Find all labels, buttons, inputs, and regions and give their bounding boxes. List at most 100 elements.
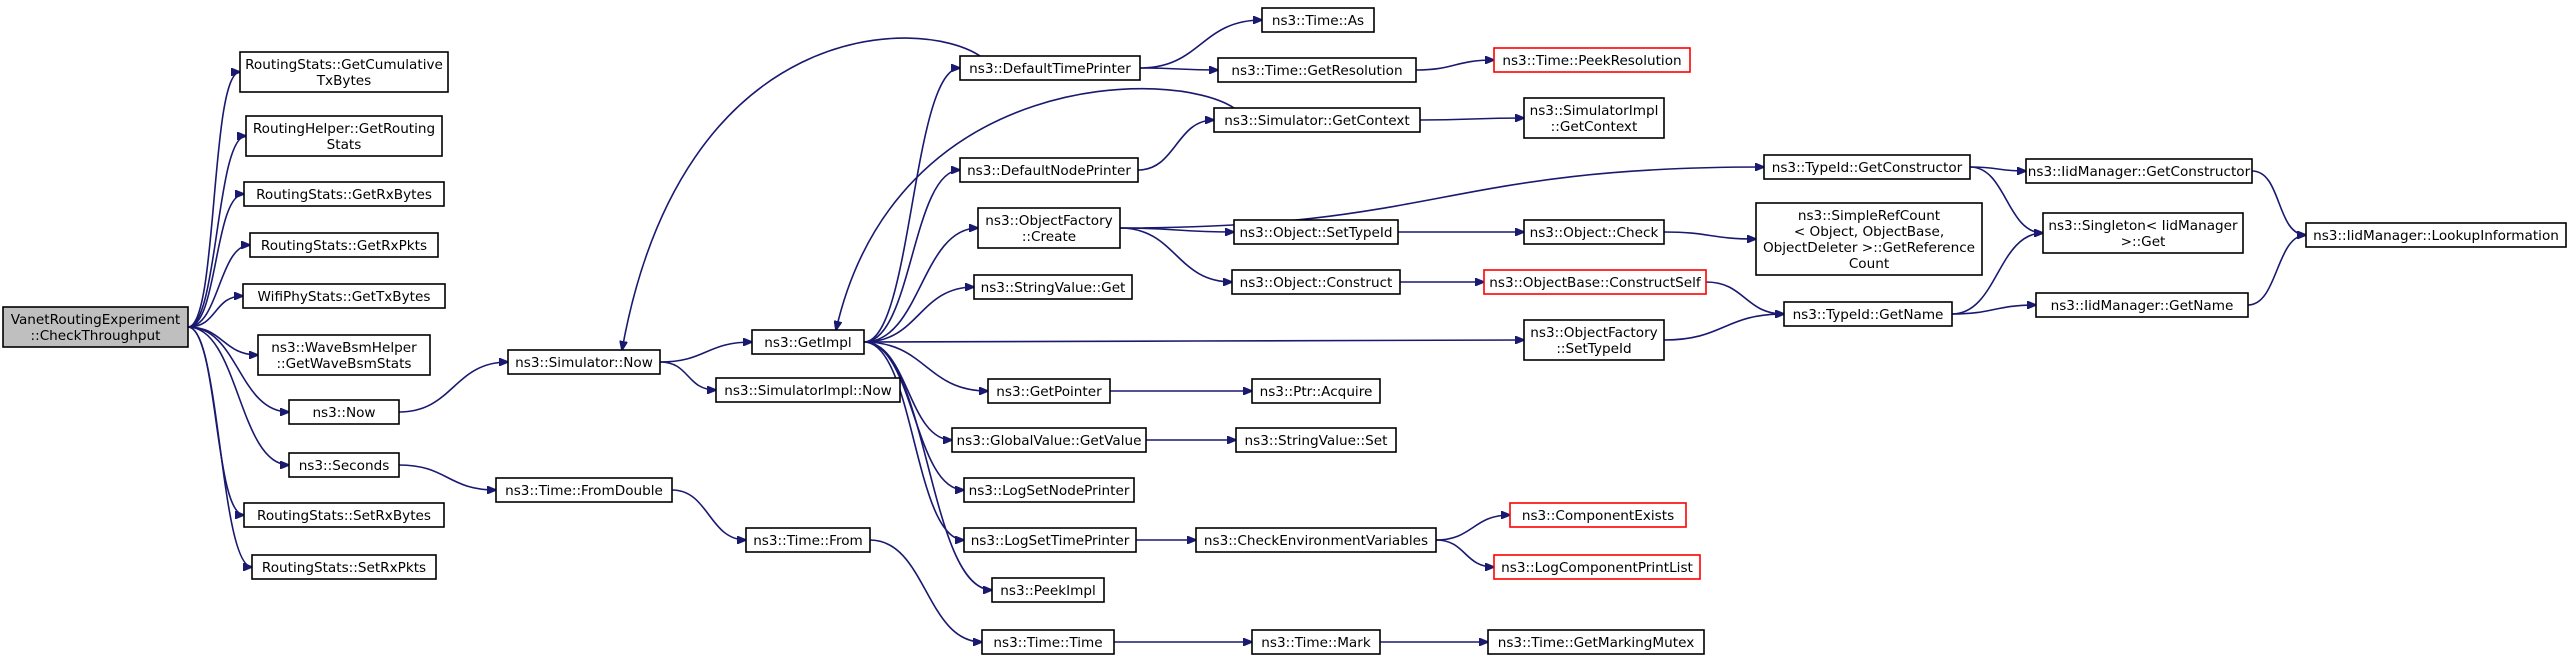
node-label: ns3::SimulatorImpl — [1530, 103, 1659, 119]
node-label: RoutingHelper::GetRouting — [253, 121, 435, 137]
node-box — [973, 274, 1133, 300]
node-gvget[interactable]: ns3::GlobalValue::GetValue — [951, 427, 1147, 453]
node-label: ns3::Simulator::Now — [515, 355, 653, 371]
node-box — [2, 306, 189, 348]
node-singleton[interactable]: ns3::Singleton< IidManager>::Get — [2042, 212, 2244, 254]
node-srcgref[interactable]: ns3::SimpleRefCount< Object, ObjectBase,… — [1755, 202, 1983, 276]
node-box — [2035, 292, 2249, 318]
node-rs_grp[interactable]: RoutingStats::GetRxPkts — [249, 232, 439, 258]
node-box — [2305, 222, 2567, 248]
node-label: ns3::IidManager::GetName — [2051, 298, 2234, 314]
node-now[interactable]: ns3::Now — [288, 399, 400, 425]
node-box — [991, 577, 1105, 603]
edge-root-to-rs_grp — [187, 245, 250, 328]
node-label: >::Get — [2121, 234, 2166, 250]
node-lookup[interactable]: ns3::IidManager::LookupInformation — [2305, 222, 2567, 248]
edge-tidgc-to-iidgc — [1969, 166, 2026, 171]
node-dnp[interactable]: ns3::DefaultNodePrinter — [959, 157, 1139, 183]
node-fromdouble[interactable]: ns3::Time::FromDouble — [495, 477, 673, 503]
node-label: ns3::LogSetNodePrinter — [969, 483, 1130, 499]
node-peekres[interactable]: ns3::Time::PeekResolution — [1493, 47, 1691, 73]
node-box — [2042, 212, 2244, 254]
node-settid[interactable]: ns3::Object::SetTypeId — [1233, 219, 1399, 245]
edge-root-to-rs_grb — [187, 194, 244, 328]
node-box — [1235, 427, 1397, 453]
node-box — [1261, 7, 1375, 33]
node-rs_grb[interactable]: RoutingStats::GetRxBytes — [243, 181, 445, 207]
node-box — [251, 554, 437, 580]
node-box — [288, 452, 400, 478]
node-box — [249, 232, 439, 258]
node-iidgc[interactable]: ns3::IidManager::GetConstructor — [2025, 158, 2253, 184]
edge-tidgn-to-singleton — [1951, 233, 2043, 315]
node-box — [1251, 629, 1381, 655]
node-label: ns3::WaveBsmHelper — [271, 340, 417, 356]
node-label: ns3::ObjectFactory — [1530, 325, 1657, 341]
node-lcpl[interactable]: ns3::LogComponentPrintList — [1493, 554, 1701, 580]
node-box — [987, 378, 1111, 404]
node-cself[interactable]: ns3::ObjectBase::ConstructSelf — [1483, 269, 1707, 295]
node-from[interactable]: ns3::Time::From — [745, 527, 871, 553]
node-dtp[interactable]: ns3::DefaultTimePrinter — [959, 55, 1141, 81]
node-acquire[interactable]: ns3::Ptr::Acquire — [1251, 378, 1381, 404]
node-label: ns3::IidManager::GetConstructor — [2028, 164, 2251, 180]
node-tidgc[interactable]: ns3::TypeId::GetConstructor — [1763, 154, 1971, 180]
edge-getres-to-peekres — [1415, 60, 1494, 71]
edge-iidgn-to-lookup — [2247, 235, 2306, 306]
node-label: ns3::Time::GetMarkingMutex — [1498, 635, 1695, 651]
node-siget[interactable]: ns3::SimulatorImpl::GetContext — [1523, 97, 1665, 139]
edge-cev-to-lcpl — [1435, 539, 1494, 567]
node-as[interactable]: ns3::Time::As — [1261, 7, 1375, 33]
node-seconds[interactable]: ns3::Seconds — [288, 452, 400, 478]
node-sim_now[interactable]: ns3::Simulator::Now — [507, 349, 661, 375]
node-simimpl_now[interactable]: ns3::SimulatorImpl::Now — [715, 377, 901, 403]
node-box — [1523, 319, 1665, 361]
node-ofsettid[interactable]: ns3::ObjectFactory::SetTypeId — [1523, 319, 1665, 361]
node-box — [963, 477, 1135, 503]
node-peek[interactable]: ns3::PeekImpl — [991, 577, 1105, 603]
node-getres[interactable]: ns3::Time::GetResolution — [1217, 57, 1417, 83]
node-lsnp[interactable]: ns3::LogSetNodePrinter — [963, 477, 1135, 503]
node-box — [1231, 269, 1401, 295]
node-time[interactable]: ns3::Time::Time — [981, 629, 1115, 655]
node-label: ns3::Time::FromDouble — [505, 483, 663, 499]
edge-ofc-to-settid — [1119, 227, 1234, 232]
node-label: ns3::Object::Construct — [1240, 275, 1393, 291]
node-construct[interactable]: ns3::Object::Construct — [1231, 269, 1401, 295]
edges-layer — [187, 20, 2306, 642]
node-svset[interactable]: ns3::StringValue::Set — [1235, 427, 1397, 453]
node-label: ns3::TypeId::GetConstructor — [1772, 160, 1963, 176]
edge-iidgc-to-lookup — [2251, 170, 2306, 235]
node-check[interactable]: ns3::Object::Check — [1523, 219, 1665, 245]
node-rs_srp[interactable]: RoutingStats::SetRxPkts — [251, 554, 437, 580]
node-mark[interactable]: ns3::Time::Mark — [1251, 629, 1381, 655]
node-lstp[interactable]: ns3::LogSetTimePrinter — [963, 527, 1137, 553]
node-box — [1493, 47, 1691, 73]
node-box — [1487, 629, 1705, 655]
node-rs_srb[interactable]: RoutingStats::SetRxBytes — [243, 502, 445, 528]
node-getimpl[interactable]: ns3::GetImpl — [751, 329, 865, 355]
node-cev[interactable]: ns3::CheckEnvironmentVariables — [1195, 527, 1437, 553]
node-label: VanetRoutingExperiment — [11, 312, 181, 328]
edge-tidgc-to-singleton — [1969, 166, 2043, 233]
edge-cev-to-compex — [1435, 515, 1510, 541]
node-box — [243, 181, 445, 207]
node-svget[interactable]: ns3::StringValue::Get — [973, 274, 1133, 300]
node-compex[interactable]: ns3::ComponentExists — [1509, 502, 1687, 528]
node-tidgn[interactable]: ns3::TypeId::GetName — [1783, 301, 1953, 327]
node-wifi[interactable]: WifiPhyStats::GetTxBytes — [242, 283, 446, 309]
node-ofc[interactable]: ns3::ObjectFactory::Create — [977, 207, 1121, 249]
node-iidgn[interactable]: ns3::IidManager::GetName — [2035, 292, 2249, 318]
node-root[interactable]: VanetRoutingExperiment::CheckThroughput — [2, 306, 189, 348]
node-wave[interactable]: ns3::WaveBsmHelper::GetWaveBsmStats — [257, 334, 431, 376]
node-box — [1523, 97, 1665, 139]
node-getptr[interactable]: ns3::GetPointer — [987, 378, 1111, 404]
node-getctx[interactable]: ns3::Simulator::GetContext — [1213, 107, 1421, 133]
node-label: ns3::SimulatorImpl::Now — [724, 383, 892, 399]
node-gmm[interactable]: ns3::Time::GetMarkingMutex — [1487, 629, 1705, 655]
node-label: ns3::GlobalValue::GetValue — [957, 433, 1142, 449]
node-box — [1493, 554, 1701, 580]
